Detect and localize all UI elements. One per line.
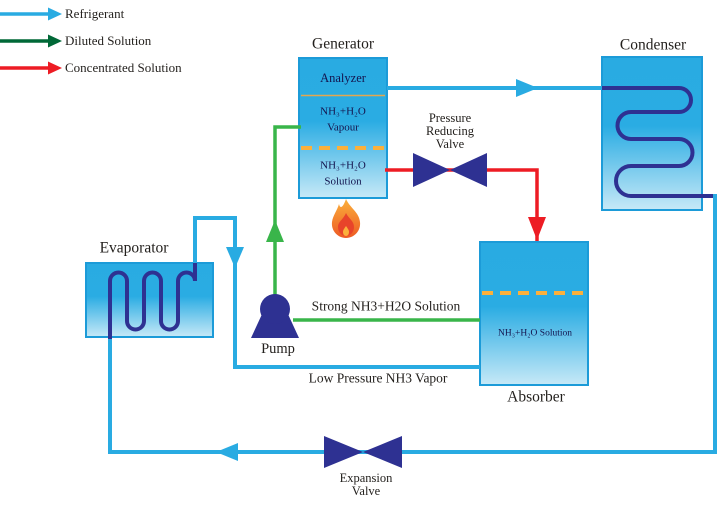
refrigerant-arrow-to-condenser xyxy=(516,79,538,97)
evaporator-to-absorber-pipe xyxy=(193,216,480,369)
evaporator-coil xyxy=(108,263,197,339)
analyzer-label: Analyzer xyxy=(320,70,366,85)
condenser-title: Condenser xyxy=(619,36,687,54)
valve-right-triangle xyxy=(363,436,402,468)
pump-to-generator-pipe xyxy=(273,125,301,296)
legend-label: Diluted Solution xyxy=(65,32,152,48)
pressure-reducing-valve-label-3: Valve xyxy=(435,136,465,151)
refrigerant-arrow-down-vapor-line xyxy=(226,247,244,268)
generator-solution-formula: NH₃+H₂O xyxy=(320,159,366,172)
pump-body xyxy=(260,294,290,324)
pressure-reducing-valve xyxy=(413,153,487,187)
generator-box xyxy=(298,57,388,199)
condenser-coil xyxy=(602,86,713,198)
generator-solution-word: Solution xyxy=(324,175,362,188)
expansion-valve xyxy=(324,436,402,468)
pump-symbol xyxy=(251,294,299,338)
generator-title: Generator xyxy=(312,35,374,53)
refrigerant-arrow-icon xyxy=(0,7,62,20)
legend: Refrigerant Diluted Solution Concentrate… xyxy=(0,0,182,81)
expansion-valve-label-2: Valve xyxy=(351,483,381,498)
low-pressure-vapor-flow-label: Low Pressure NH3 Vapor xyxy=(308,370,448,386)
valve-left-triangle xyxy=(413,153,450,187)
valve-left-triangle xyxy=(324,436,363,468)
concentrated-solution-arrow-down xyxy=(528,217,546,240)
strong-solution-flow-label: Strong NH3+H2O Solution xyxy=(311,298,461,314)
diluted-solution-arrow-icon xyxy=(0,34,62,47)
generator-vapour-formula: NH₃+H₂O xyxy=(320,105,366,118)
evaporator-title: Evaporator xyxy=(99,239,169,257)
generator-vapour-word: Vapour xyxy=(327,121,359,134)
expansion-valve-label-1: Expansion xyxy=(339,470,393,485)
pressure-reducing-valve-label-1: Pressure xyxy=(428,110,472,125)
absorber-title: Absorber xyxy=(507,388,565,406)
pump-base xyxy=(251,312,299,338)
legend-item-diluted-solution: Diluted Solution xyxy=(0,27,182,54)
generator-to-absorber-pipe xyxy=(385,168,539,241)
pump-label: Pump xyxy=(261,340,295,357)
absorber-box xyxy=(479,241,589,386)
legend-item-refrigerant: Refrigerant xyxy=(0,0,182,27)
refrigerant-arrow-to-evaporator xyxy=(216,443,238,461)
legend-label: Concentrated Solution xyxy=(65,59,182,75)
diluted-solution-arrow-up xyxy=(266,220,284,242)
valve-right-triangle xyxy=(450,153,487,187)
legend-item-concentrated-solution: Concentrated Solution xyxy=(0,54,182,81)
flame-icon xyxy=(331,199,361,238)
pressure-reducing-valve-label-2: Reducing xyxy=(426,123,474,138)
concentrated-solution-arrow-icon xyxy=(0,61,62,74)
absorber-content-label: NH₃+H₂O Solution xyxy=(497,328,573,339)
legend-label: Refrigerant xyxy=(65,5,125,21)
